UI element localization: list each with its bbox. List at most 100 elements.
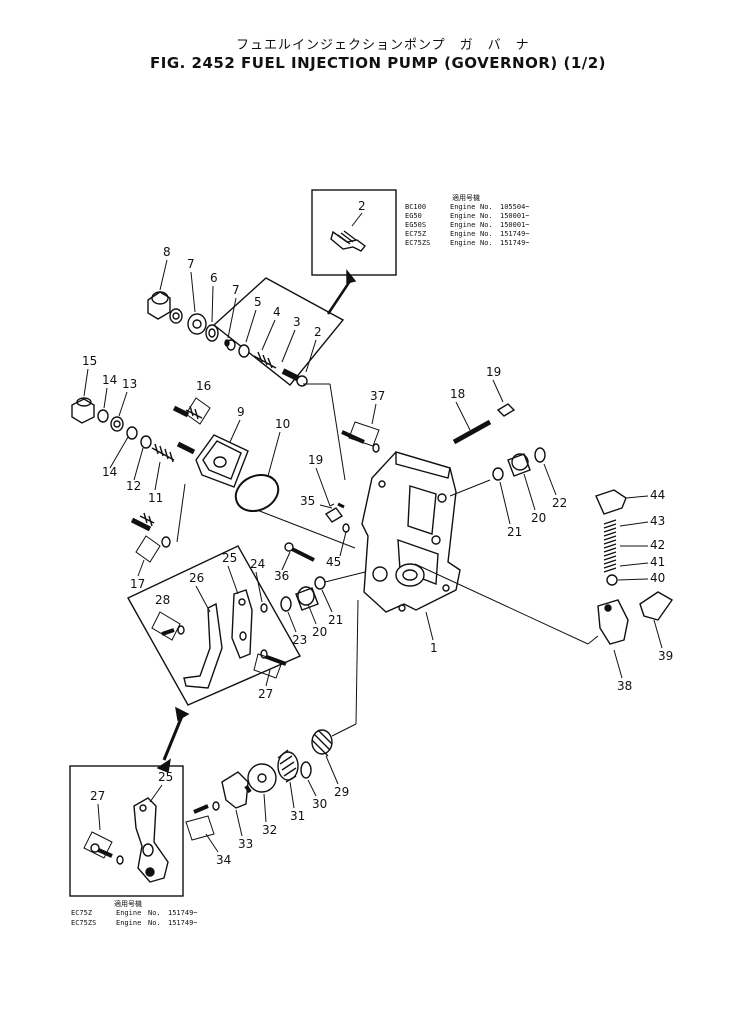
table-top-no: No. xyxy=(480,203,493,211)
table-bottom-model: EC75Z xyxy=(71,909,92,917)
table-top-no: No. xyxy=(480,230,493,238)
applicability-header-top: 適用号機 xyxy=(452,193,480,202)
parts-left-cluster xyxy=(71,397,203,548)
table-top-model: BC100 xyxy=(405,203,426,211)
table-top-no: No. xyxy=(480,212,493,220)
callout-24: 24 xyxy=(250,557,265,571)
callout-20: 20 xyxy=(312,625,327,639)
callout-28: 28 xyxy=(155,593,170,607)
callout-3: 3 xyxy=(293,315,301,329)
table-top-label: Engine xyxy=(450,221,475,229)
callout-21: 21 xyxy=(328,613,343,627)
table-top-serial: 151749~ xyxy=(500,230,530,238)
callout-21-right: 21 xyxy=(507,525,522,539)
callout-11: 11 xyxy=(148,491,163,505)
callout-25-inset: 25 xyxy=(158,770,173,784)
callout-1: 1 xyxy=(430,641,438,655)
callout-30: 30 xyxy=(312,797,327,811)
callout-7-top: 7 xyxy=(232,283,240,297)
table-top-label: Engine xyxy=(450,239,475,247)
group-bracket-lever xyxy=(127,545,301,706)
applicability-header-bottom: 適用号機 xyxy=(114,899,142,908)
callout-19: 19 xyxy=(308,453,323,467)
callout-42: 42 xyxy=(650,538,665,552)
table-top-serial: 151749~ xyxy=(500,239,530,247)
part-9-cover xyxy=(195,434,249,488)
callout-20-right: 20 xyxy=(531,511,546,525)
table-bottom-label: Engine xyxy=(116,909,141,917)
part-1-governor-housing xyxy=(361,451,461,613)
callout-14-top: 14 xyxy=(102,373,117,387)
callout-10: 10 xyxy=(275,417,290,431)
table-top-model: EC75Z xyxy=(405,230,426,238)
callout-23: 23 xyxy=(292,633,307,647)
table-bottom-serial: 151749~ xyxy=(168,909,198,917)
table-top-serial: 150001~ xyxy=(500,212,530,220)
callout-18: 18 xyxy=(450,387,465,401)
arrow-inset-bottom xyxy=(156,706,190,773)
callout-14: 14 xyxy=(102,465,117,479)
callout-31: 31 xyxy=(290,809,305,823)
table-bottom-serial: 151749~ xyxy=(168,919,198,927)
callout-27: 27 xyxy=(258,687,273,701)
callout-4: 4 xyxy=(273,305,281,319)
callout-26: 26 xyxy=(189,571,204,585)
parts-24-28 xyxy=(161,589,287,689)
table-bottom-model: EC75ZS xyxy=(71,919,96,927)
arrow-inset-top xyxy=(326,269,357,315)
title-japanese: フュエルインジェクションポンプ ガ バ ナ xyxy=(236,38,530,53)
callout-2-inset: 2 xyxy=(358,199,366,213)
figure-title: FIG. 2452 FUEL INJECTION PUMP (GOVERNOR)… xyxy=(150,54,607,72)
callout-15: 15 xyxy=(82,354,97,368)
callout-35: 35 xyxy=(300,494,315,508)
callout-45: 45 xyxy=(326,555,341,569)
callout-6: 6 xyxy=(210,271,218,285)
applicability-table-top: 適用号機 BC100 Engine No. 105504~ EG50 Engin… xyxy=(405,193,530,247)
callout-27-inset: 27 xyxy=(90,789,105,803)
part-19-plug xyxy=(496,403,516,417)
table-bottom-label: Engine xyxy=(116,919,141,927)
table-top-model: EG50 xyxy=(405,212,422,220)
table-top-no: No. xyxy=(480,239,493,247)
callout-9: 9 xyxy=(237,405,245,419)
callout-40: 40 xyxy=(650,571,665,585)
callout-22: 22 xyxy=(552,496,567,510)
table-top-model: EG50S xyxy=(405,221,426,229)
callout-5: 5 xyxy=(254,295,262,309)
callout-34: 34 xyxy=(216,853,231,867)
table-top-serial: 105504~ xyxy=(500,203,530,211)
part-stopper-screw xyxy=(224,339,308,387)
callout-29: 29 xyxy=(334,785,349,799)
callout-2: 2 xyxy=(314,325,322,339)
callout-8: 8 xyxy=(163,245,171,259)
callout-32: 32 xyxy=(262,823,277,837)
callout-33: 33 xyxy=(238,837,253,851)
callout-36: 36 xyxy=(274,569,289,583)
parts-20-21-22-right xyxy=(492,447,546,481)
callout-38: 38 xyxy=(617,679,632,693)
callout-17: 17 xyxy=(130,577,145,591)
part-10-oring xyxy=(234,474,280,512)
parts-nut-washer-cap xyxy=(147,291,219,342)
parts-29-34 xyxy=(193,729,333,814)
callout-12: 12 xyxy=(126,479,141,493)
table-bottom-no: No. xyxy=(148,919,161,927)
callout-16: 16 xyxy=(196,379,211,393)
callout-44: 44 xyxy=(650,488,665,502)
table-top-label: Engine xyxy=(450,230,475,238)
callout-25: 25 xyxy=(222,551,237,565)
callout-19-top: 19 xyxy=(486,365,501,379)
parts-inset-bottom xyxy=(83,797,169,883)
table-bottom-no: No. xyxy=(148,909,161,917)
group-bracket-top xyxy=(212,277,345,386)
callout-13: 13 xyxy=(122,377,137,391)
applicability-table-bottom: 適用号機 EC75Z Engine No. 151749~ EC75ZS Eng… xyxy=(71,899,198,927)
table-top-label: Engine xyxy=(450,203,475,211)
table-top-model: EC75ZS xyxy=(405,239,430,247)
inset-box-bottom xyxy=(69,765,184,897)
callout-39: 39 xyxy=(658,649,673,663)
parts-38-44-lever xyxy=(595,489,674,645)
inset-box-top xyxy=(311,189,397,276)
